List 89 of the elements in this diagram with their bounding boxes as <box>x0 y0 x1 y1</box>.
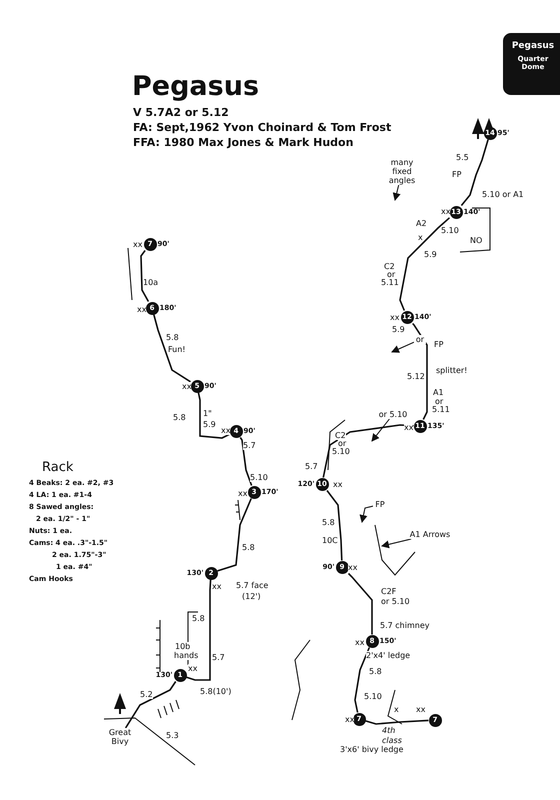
anchor-mark: xx <box>416 705 426 714</box>
grade-label: 5.8 <box>242 543 255 552</box>
anchor-mark: xx <box>182 382 192 391</box>
route-note: 5.7 chimney <box>380 621 430 630</box>
route-note: 2'x4' ledge <box>366 651 410 660</box>
grade-label: 10b <box>175 642 190 651</box>
grade-label: 5.8 <box>166 333 179 342</box>
grade-label: 5.9 <box>392 325 405 334</box>
grade-label: 5.3 <box>166 731 179 740</box>
grade-label: 5.11 <box>432 405 450 414</box>
grade-label: 5.8 <box>192 614 205 623</box>
grade-label: 5.7 <box>305 462 318 471</box>
route-note: Fun! <box>168 345 186 354</box>
route-line <box>153 314 191 382</box>
anchor-mark: xx <box>355 638 364 647</box>
route-line <box>186 579 212 681</box>
grade-label: 5.7 face <box>236 581 268 590</box>
anchor-mark: xx <box>137 305 146 314</box>
tab-title: Pegasus <box>510 41 556 51</box>
leader-arrow <box>371 418 390 442</box>
route-note: (12') <box>242 592 261 601</box>
grade-label: 5.8 <box>173 413 186 422</box>
leader-arrow <box>392 184 401 201</box>
route-line <box>124 681 176 728</box>
grade-label: 10a <box>143 278 158 287</box>
fixed-piece-mark: x <box>394 705 399 714</box>
grade-rating: V 5.7A2 or 5.12 <box>133 106 229 119</box>
grade-label: 5.11 <box>381 278 399 287</box>
anchor-mark: xx <box>404 423 414 432</box>
route-note: splitter! <box>436 366 468 375</box>
grade-label: C2F <box>381 587 396 596</box>
route-line <box>348 572 373 634</box>
anchor-mark: xx <box>390 313 400 322</box>
fixed-piece-mark: x <box>418 233 423 242</box>
grade-label: 10C <box>322 536 338 545</box>
anchor-mark: xx <box>348 563 358 572</box>
anchor-mark: xx <box>238 489 248 498</box>
anchor-mark: xx <box>333 480 342 489</box>
route-line <box>217 498 252 572</box>
route-line <box>460 139 489 206</box>
route-note: hands <box>174 651 198 660</box>
grade-label: 5.10 <box>364 692 382 701</box>
grade-label: 5.10 <box>441 226 459 235</box>
route-line <box>140 250 150 302</box>
grade-label: 5.12 <box>407 372 425 381</box>
grade-label: 5.10 <box>250 473 268 482</box>
grade-label: 5.7 <box>212 653 225 662</box>
route-note: or 5.10 <box>381 597 410 606</box>
fixed-pin-label: FP <box>373 500 387 509</box>
grade-label: 1" <box>203 409 212 418</box>
grade-label: 5.2 <box>140 690 153 699</box>
route-line <box>326 490 343 561</box>
anchor-mark: xx <box>441 207 450 216</box>
leader-arrow <box>381 538 412 548</box>
route-line <box>412 322 428 420</box>
grade-label: C2 <box>335 431 346 440</box>
side-tab <box>503 33 560 95</box>
route-line <box>240 437 252 486</box>
grade-label: 5.9 <box>424 250 437 259</box>
route-line <box>365 720 429 725</box>
route-note: FP <box>452 170 462 179</box>
leader-arrow <box>360 506 374 523</box>
anchor-mark: xx <box>188 664 198 673</box>
route-line <box>399 217 450 311</box>
route-note: 3'x6' bivy ledge <box>340 745 404 754</box>
grade-label: 5.9 <box>203 420 216 429</box>
anchor-mark: xx <box>133 240 142 249</box>
grade-label: A2 <box>416 219 427 228</box>
route-note: NO <box>470 236 482 245</box>
grade-label: 5.7 <box>243 441 256 450</box>
route-title: Pegasus <box>132 72 260 102</box>
leader-arrow <box>391 342 414 353</box>
grade-label: C2 <box>384 262 395 271</box>
grade-label: 5.8 <box>322 518 335 527</box>
anchor-mark: xx <box>212 582 222 591</box>
grade-label: 5.10 <box>332 447 350 456</box>
ascent-credit: FA: Sept,1962 Yvon Choinard & Tom Frost <box>133 121 392 134</box>
route-line <box>354 647 370 713</box>
grade-label: 5.8 <box>369 667 382 676</box>
ascent-credit: FFA: 1980 Max Jones & Mark Hudon <box>133 136 354 149</box>
grade-label: 5.5 <box>456 153 469 162</box>
route-note: FP <box>434 340 444 349</box>
anchor-mark: xx <box>345 715 354 724</box>
route-note: 5.10 or A1 <box>482 190 524 199</box>
variation-label: or <box>414 335 426 344</box>
anchor-mark: xx <box>221 426 230 435</box>
route-line <box>198 392 230 439</box>
grade-label: A1 <box>433 388 444 397</box>
grade-label: 5.8(10') <box>200 687 232 696</box>
